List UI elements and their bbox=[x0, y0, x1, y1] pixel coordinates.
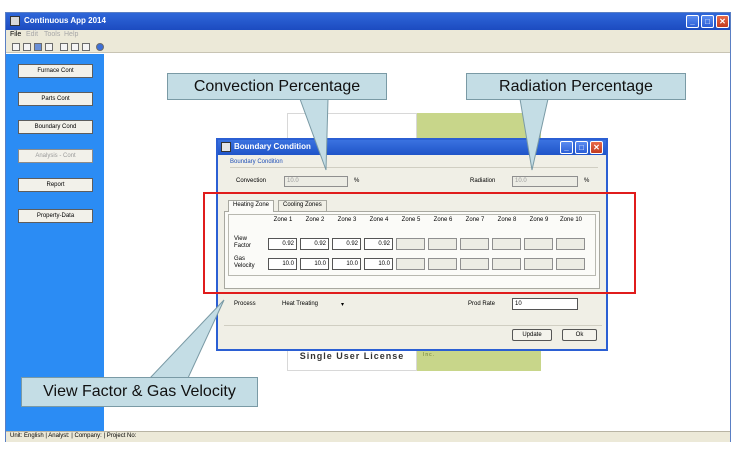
property-data-button[interactable]: Property-Data bbox=[18, 209, 93, 223]
grid-callout-pointer bbox=[148, 299, 225, 379]
app-icon bbox=[10, 16, 20, 26]
new-file-icon[interactable] bbox=[12, 43, 20, 51]
convection-callout-pointer bbox=[299, 98, 329, 171]
prod-rate-input[interactable]: 10 bbox=[512, 298, 578, 310]
radiation-callout: Radiation Percentage bbox=[466, 73, 686, 100]
copy-icon[interactable] bbox=[71, 43, 79, 51]
gas-velocity-cell[interactable] bbox=[396, 258, 425, 270]
highlight-box bbox=[203, 192, 636, 294]
gas-velocity-cell[interactable] bbox=[428, 258, 457, 270]
gas-velocity-cell[interactable]: 10.0 bbox=[268, 258, 297, 270]
tab-cooling-zones[interactable]: Cooling Zones bbox=[278, 200, 327, 211]
menu-file[interactable]: File bbox=[10, 31, 22, 38]
view-factor-cell[interactable] bbox=[396, 238, 425, 250]
close-button[interactable]: ✕ bbox=[716, 15, 729, 28]
convection-label: Convection bbox=[236, 178, 267, 184]
view-factor-cell[interactable] bbox=[492, 238, 521, 250]
dialog-title: Boundary Condition bbox=[234, 142, 311, 151]
view-factor-cell[interactable] bbox=[524, 238, 553, 250]
view-factor-cell[interactable]: 0.92 bbox=[364, 238, 393, 250]
chevron-down-icon[interactable]: ▾ bbox=[341, 302, 345, 308]
gas-velocity-cell[interactable] bbox=[556, 258, 585, 270]
zone-tabs-panel bbox=[224, 211, 600, 289]
gas-velocity-cell[interactable]: 10.0 bbox=[332, 258, 361, 270]
zone-header: Zone 1 bbox=[273, 217, 293, 223]
dialog-close-button[interactable]: ✕ bbox=[590, 141, 603, 154]
view-factor-cell[interactable] bbox=[460, 238, 489, 250]
view-factor-cell[interactable] bbox=[428, 238, 457, 250]
zone-grid bbox=[228, 214, 596, 276]
zone-header: Zone 9 bbox=[529, 217, 549, 223]
tab-heating-zone[interactable]: Heating Zone bbox=[228, 200, 275, 212]
dialog-icon bbox=[221, 142, 231, 152]
dialog-maximize-button[interactable]: □ bbox=[575, 141, 588, 154]
gas-velocity-cell[interactable] bbox=[524, 258, 553, 270]
menu-tools[interactable]: Tools bbox=[44, 31, 61, 38]
ok-button[interactable]: Ok bbox=[562, 329, 597, 341]
view-factor-cell[interactable]: 0.92 bbox=[332, 238, 361, 250]
zone-header: Zone 10 bbox=[559, 217, 583, 223]
gas-velocity-label: Gas Velocity bbox=[234, 256, 255, 269]
gas-velocity-cell[interactable]: 10.0 bbox=[364, 258, 393, 270]
zone-header: Zone 3 bbox=[337, 217, 357, 223]
parts-cont-button[interactable]: Parts Cont bbox=[18, 92, 93, 106]
print-icon[interactable] bbox=[45, 43, 53, 51]
license-text: Single User License bbox=[299, 351, 405, 361]
radiation-unit: % bbox=[584, 178, 590, 184]
gas-velocity-cell[interactable] bbox=[460, 258, 489, 270]
maximize-button[interactable]: □ bbox=[701, 15, 714, 28]
zone-header: Zone 6 bbox=[433, 217, 453, 223]
menu-help[interactable]: Help bbox=[64, 31, 79, 38]
save-icon[interactable] bbox=[34, 43, 42, 51]
open-folder-icon[interactable] bbox=[23, 43, 31, 51]
furnace-cont-button[interactable]: Furnace Cont bbox=[18, 64, 93, 78]
group-title: Boundary Condition bbox=[230, 159, 283, 165]
gas-velocity-cell[interactable] bbox=[492, 258, 521, 270]
status-bar: Unit: English | Analyst: | Company: | Pr… bbox=[6, 431, 730, 442]
minimize-button[interactable]: _ bbox=[686, 15, 699, 28]
prod-rate-label: Prod Rate bbox=[468, 301, 496, 307]
help-icon[interactable] bbox=[96, 43, 104, 51]
cut-icon[interactable] bbox=[60, 43, 68, 51]
view-factor-cell[interactable]: 0.92 bbox=[300, 238, 329, 250]
app-titlebar: Continuous App 2014 _ □ ✕ bbox=[6, 13, 730, 30]
convection-callout: Convection Percentage bbox=[167, 73, 387, 100]
zone-header: Zone 5 bbox=[401, 217, 421, 223]
report-button[interactable]: Report bbox=[18, 178, 93, 192]
boundary-cond-button[interactable]: Boundary Cond bbox=[18, 120, 93, 134]
update-button[interactable]: Update bbox=[512, 329, 552, 341]
analysis-cont-button[interactable]: Analysis - Cont bbox=[18, 149, 93, 163]
view-factor-label: View Factor bbox=[234, 236, 252, 249]
zone-header: Zone 8 bbox=[497, 217, 517, 223]
sidebar: Furnace Cont Parts Cont Boundary Cond An… bbox=[6, 54, 104, 431]
convection-field[interactable]: 10.0 bbox=[284, 176, 348, 187]
process-select[interactable]: Heat Treating bbox=[282, 301, 319, 307]
group-divider bbox=[230, 167, 598, 168]
toolbar bbox=[6, 41, 730, 53]
radiation-field[interactable]: 10.0 bbox=[512, 176, 578, 187]
radiation-label: Radiation bbox=[470, 178, 496, 184]
menu-bar: File Edit Tools Help bbox=[6, 30, 730, 41]
boundary-condition-dialog: Boundary Condition _ □ ✕ Boundary Condit… bbox=[216, 138, 608, 351]
zone-header: Zone 4 bbox=[369, 217, 389, 223]
menu-edit[interactable]: Edit bbox=[26, 31, 39, 38]
zone-header: Zone 7 bbox=[465, 217, 485, 223]
dialog-titlebar: Boundary Condition _ □ ✕ bbox=[218, 140, 606, 155]
convection-unit: % bbox=[354, 178, 360, 184]
grid-callout: View Factor & Gas Velocity bbox=[21, 377, 258, 407]
zone-header: Zone 2 bbox=[305, 217, 325, 223]
app-title: Continuous App 2014 bbox=[24, 16, 106, 25]
view-factor-cell[interactable]: 0.92 bbox=[268, 238, 297, 250]
dialog-divider bbox=[224, 325, 602, 326]
radiation-callout-pointer bbox=[519, 98, 549, 171]
paste-icon[interactable] bbox=[82, 43, 90, 51]
gas-velocity-cell[interactable]: 10.0 bbox=[300, 258, 329, 270]
view-factor-cell[interactable] bbox=[556, 238, 585, 250]
dialog-minimize-button[interactable]: _ bbox=[560, 141, 573, 154]
status-text: Unit: English | Analyst: | Company: | Pr… bbox=[10, 433, 137, 439]
process-label: Process bbox=[234, 301, 256, 307]
